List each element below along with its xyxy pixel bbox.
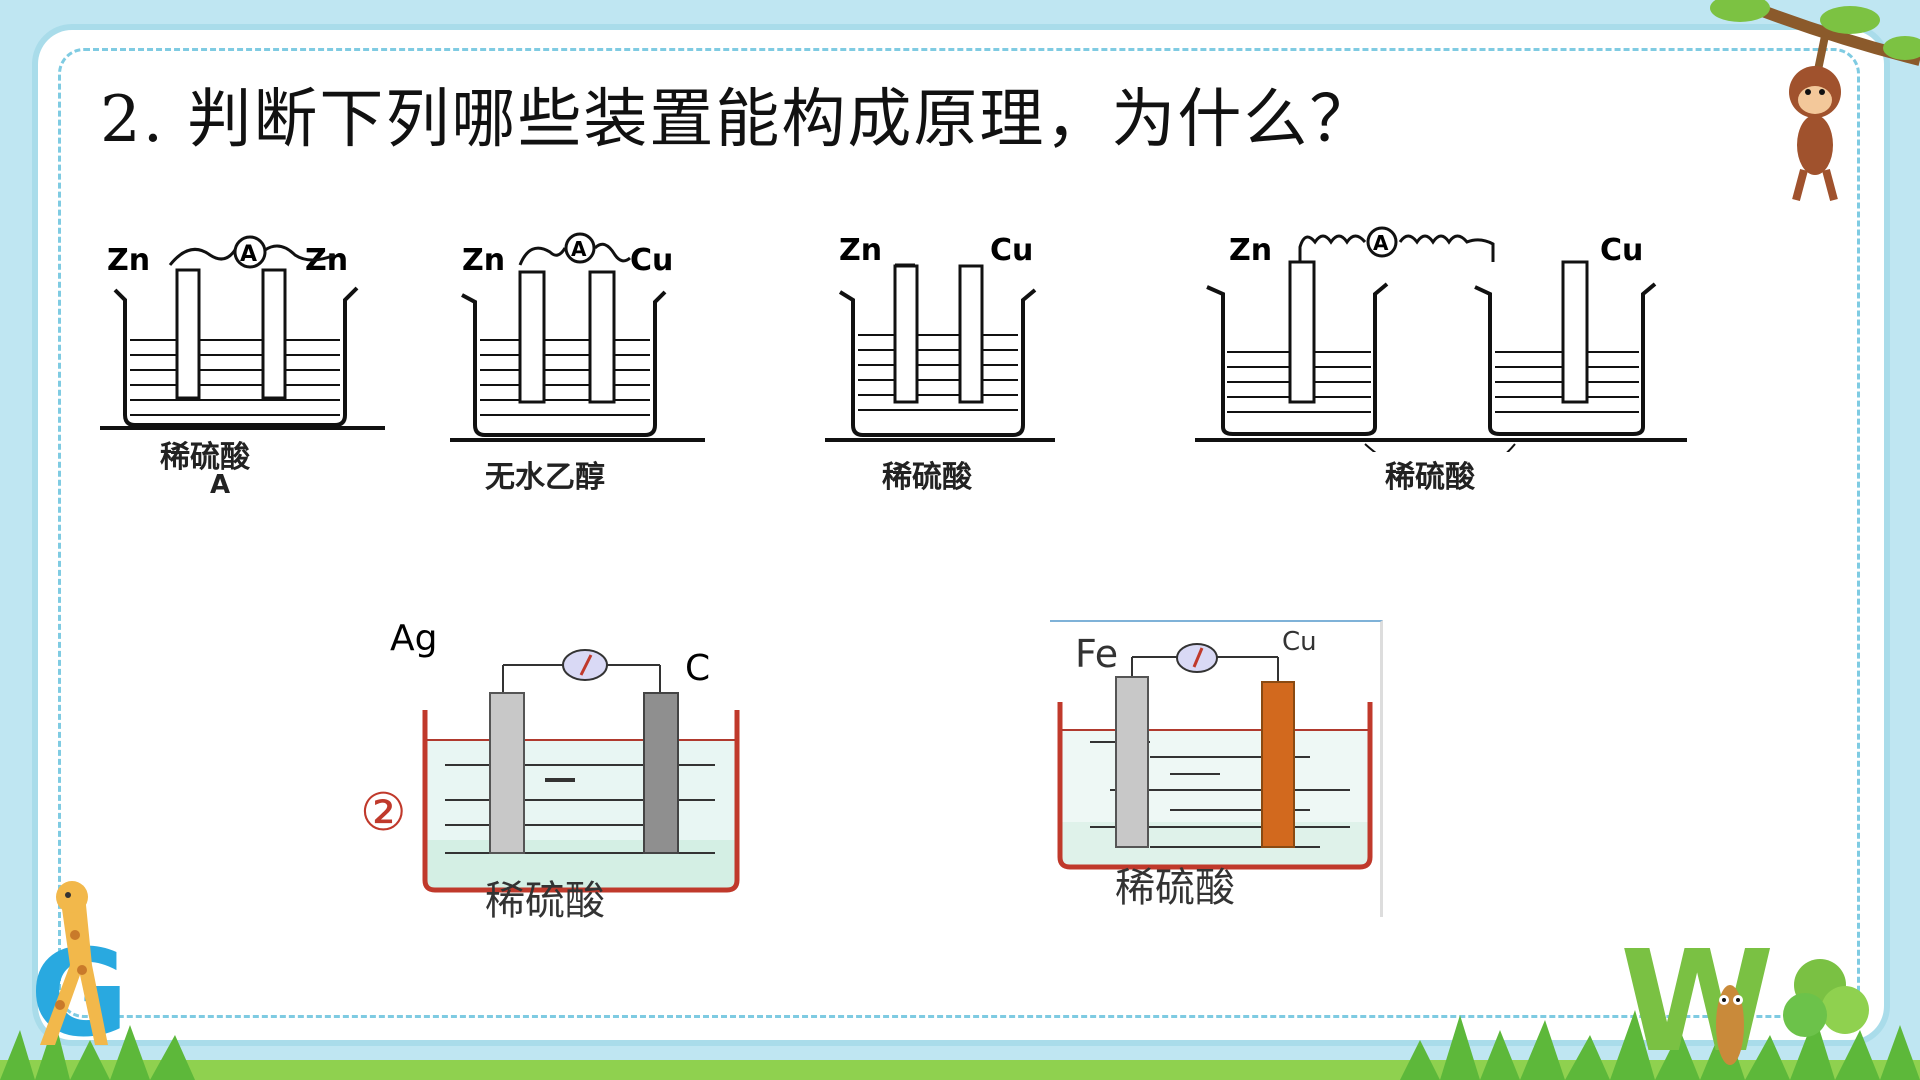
dashed-frame (58, 48, 1860, 1018)
electrode-right (958, 264, 984, 404)
electrode-label-left: Fe (1075, 632, 1118, 676)
electrode-left (1288, 260, 1316, 404)
apparatus-b-solution: 无水乙醇 (485, 460, 605, 495)
electrode-label-left: Zn (107, 243, 150, 278)
apparatus-d-solution: 稀硫酸 (1385, 460, 1475, 495)
ammeter (1366, 226, 1398, 258)
apparatus-e: Ag C ② (360, 618, 740, 893)
monkey-icon (1710, 0, 1920, 202)
electrode-left (175, 268, 201, 400)
apparatus-d: Zn Cu A (1195, 226, 1687, 452)
apparatus-c-solution: 稀硫酸 (882, 460, 972, 495)
slide-title: 2. 判断下列哪些装置能构成原理，为什么？ (100, 83, 1376, 157)
electrode-label-left: Zn (839, 233, 882, 268)
electrode-label-right: Cu (990, 233, 1033, 268)
apparatus-b: Zn Cu A (450, 232, 705, 442)
ammeter (233, 235, 267, 269)
electrode-right (1561, 260, 1589, 404)
electrode-right (261, 268, 287, 400)
ammeter-label: A (240, 242, 257, 267)
electrode-label-right: Cu (1282, 627, 1317, 657)
apparatus-a-caption: A (210, 470, 231, 500)
electrode-right (643, 692, 679, 854)
apparatus-a-solution: 稀硫酸 (160, 440, 250, 475)
grass-decoration (0, 1010, 1920, 1080)
electrode-left (1115, 676, 1149, 848)
electrode-label-left: Ag (390, 618, 437, 659)
apparatus-f: Fe Cu (1057, 627, 1373, 870)
electrode-left (518, 270, 546, 404)
ammeter (564, 232, 596, 264)
electrode-label-right: C (685, 648, 710, 689)
letter-w-icon: W (1620, 930, 1869, 1080)
apparatus-number: ② (360, 783, 407, 843)
corner-letter-right: W (1620, 930, 1774, 1080)
electrode-right (588, 270, 616, 404)
giraffe-icon: G (30, 881, 129, 1055)
ammeter-label: A (571, 237, 587, 261)
apparatus-f-solution: 稀硫酸 (1115, 865, 1235, 911)
electrode-label-right: Cu (630, 243, 673, 278)
electrode-left (893, 264, 919, 404)
electrode-label-left: Zn (462, 243, 505, 278)
electrode-right (1261, 681, 1295, 848)
electrode-label-left: Zn (1229, 233, 1272, 268)
slide-canvas (38, 30, 1884, 1040)
apparatus-e-solution: 稀硫酸 (485, 878, 605, 924)
apparatus-c: Zn Cu (825, 233, 1055, 442)
electrode-label-right: Cu (1600, 233, 1643, 268)
apparatus-a: Zn Zn A (100, 235, 385, 430)
ammeter-label: A (1373, 231, 1389, 255)
electrode-left (489, 692, 525, 854)
